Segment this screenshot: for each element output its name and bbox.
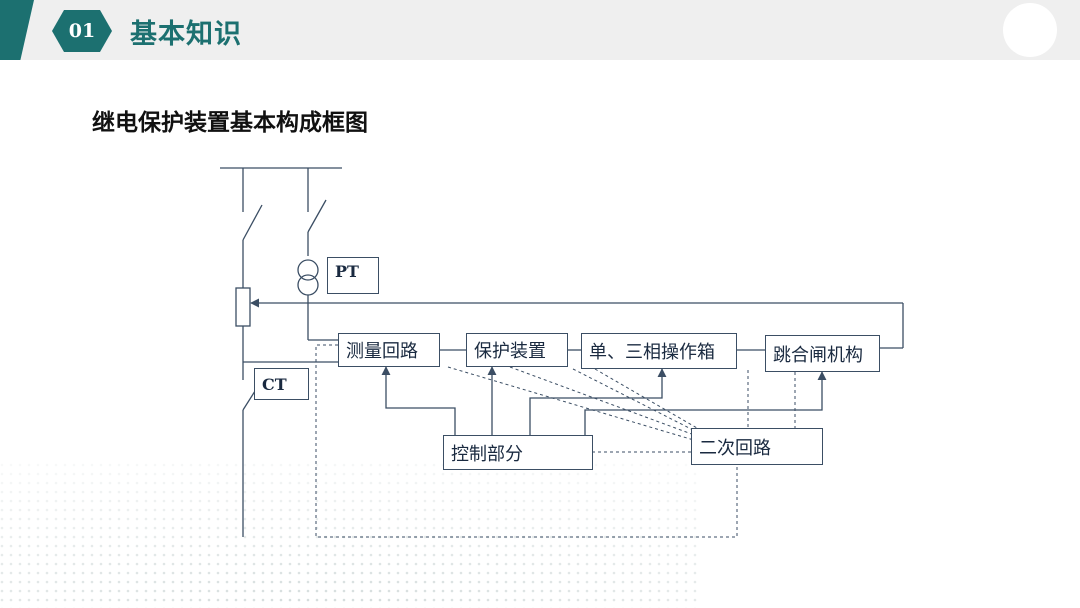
control-to-measure xyxy=(381,366,456,435)
pt-disconnect-switch xyxy=(307,199,327,233)
secondary-from-measure xyxy=(447,366,698,442)
pt-winding-upper xyxy=(297,259,319,281)
left-disconnect-switch xyxy=(242,204,263,241)
secondary-from-operate xyxy=(572,368,698,433)
header-bar xyxy=(0,0,1080,60)
page-title: 继电保护装置基本构成框图 xyxy=(92,110,368,136)
secondary-from-protect xyxy=(509,366,698,437)
corner-logo-placeholder xyxy=(1003,3,1057,57)
breaker xyxy=(235,287,251,327)
section-number-badge xyxy=(52,10,112,52)
background-dot-pattern xyxy=(0,400,1080,608)
secondary-circuit-box: 二次回路 xyxy=(691,428,823,465)
pt-winding-lower xyxy=(297,274,319,296)
control-to-trip xyxy=(584,371,827,435)
secondary-from-operate-2 xyxy=(594,368,698,429)
ct-box: CT xyxy=(254,368,309,400)
operation-box-box: 单、三相操作箱 xyxy=(581,333,737,369)
secondary-loop-outer xyxy=(315,344,738,538)
control-part-box: 控制部分 xyxy=(443,435,593,470)
section-title: 基本知识 xyxy=(130,19,242,50)
pt-box: PT xyxy=(327,257,379,294)
control-to-operate xyxy=(529,368,667,435)
protection-device-box: 保护装置 xyxy=(466,333,568,367)
measure-circuit-box: 测量回路 xyxy=(338,333,440,367)
section-number: 01 xyxy=(68,20,96,42)
trip-close-mechanism-box: 跳合闸机构 xyxy=(765,335,880,372)
